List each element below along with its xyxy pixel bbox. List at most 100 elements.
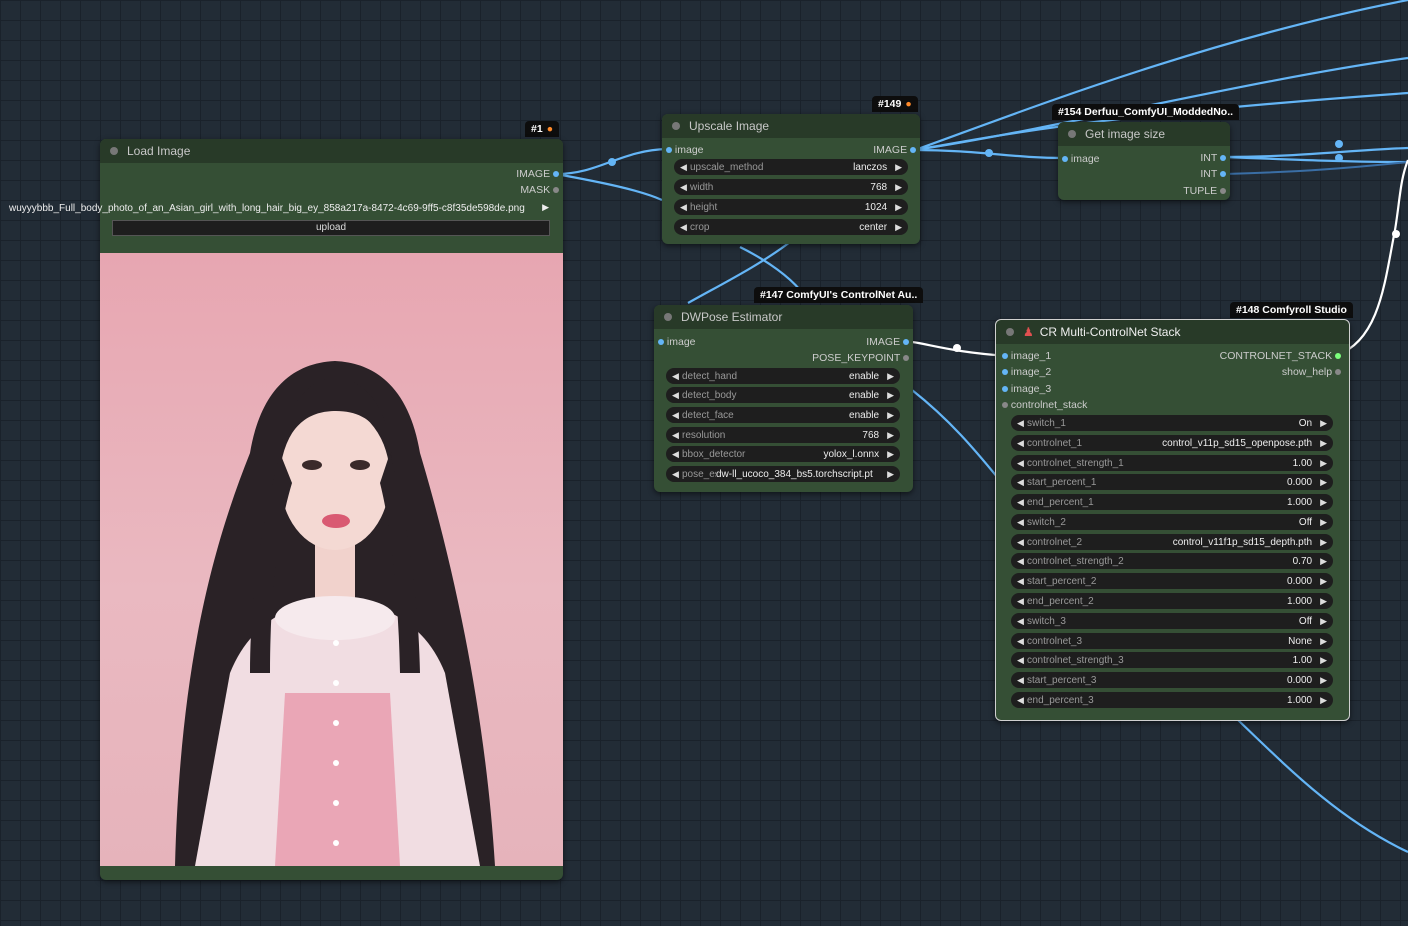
- wire-upscale-to-size: [914, 148, 1066, 160]
- output-pose-keypoint[interactable]: POSE_KEYPOINT: [812, 351, 909, 365]
- input-image[interactable]: image: [1062, 152, 1100, 166]
- output-controlnet-stack[interactable]: CONTROLNET_STACK: [1220, 349, 1341, 363]
- output-int-2[interactable]: INT: [1200, 167, 1226, 181]
- output-image[interactable]: IMAGE: [516, 167, 559, 181]
- node-cr-multi-controlnet-stack[interactable]: ♟ CR Multi-ControlNet Stack image_1 imag…: [995, 319, 1350, 721]
- input-label: image: [1070, 153, 1100, 165]
- output-tuple[interactable]: TUPLE: [1183, 184, 1226, 198]
- node-get-image-size[interactable]: Get image size image INT INT TUPLE: [1058, 122, 1230, 200]
- output-slot[interactable]: [1220, 188, 1226, 195]
- output-label: CONTROLNET_STACK: [1219, 350, 1333, 362]
- node-title: Get image size: [1085, 127, 1166, 141]
- image-preview: [100, 253, 563, 866]
- node-badge-load-image: #1●: [525, 121, 560, 137]
- output-slot[interactable]: [1220, 171, 1226, 178]
- collapse-dot-icon[interactable]: [1006, 328, 1014, 336]
- output-slot[interactable]: [1335, 369, 1341, 376]
- node-badge-get-size: #154 Derfuu_ComfyUI_ModdedNo..: [1052, 104, 1240, 120]
- widget-pose-estimator[interactable]: ◀pose_estimatordw-ll_ucoco_384_bs5.torch…: [666, 466, 900, 482]
- output-slot[interactable]: [553, 171, 559, 178]
- output-image[interactable]: IMAGE: [873, 143, 916, 157]
- input-image[interactable]: image: [666, 143, 704, 157]
- output-show-help[interactable]: show_help: [1282, 365, 1341, 379]
- input-slot[interactable]: [1002, 402, 1008, 409]
- wire-dwpose-to-cr: [905, 339, 1009, 358]
- collapse-dot-icon[interactable]: [1068, 130, 1076, 138]
- output-mask[interactable]: MASK: [520, 183, 559, 197]
- node-header[interactable]: ♟ CR Multi-ControlNet Stack: [996, 320, 1349, 344]
- next-arrow-icon[interactable]: ▶: [542, 202, 549, 212]
- portrait-illustration: [175, 361, 495, 866]
- node-badge-cr-stack: #148 Comfyroll Studio: [1230, 302, 1353, 318]
- node-header[interactable]: DWPose Estimator: [654, 305, 913, 329]
- node-header[interactable]: Get image size: [1058, 122, 1230, 146]
- input-image-1[interactable]: image_1: [1002, 349, 1051, 363]
- node-header[interactable]: Load Image: [100, 139, 563, 163]
- output-slot[interactable]: [553, 187, 559, 194]
- output-slot[interactable]: [910, 147, 916, 154]
- node-dwpose-estimator[interactable]: DWPose Estimator image IMAGE POSE_KEYPOI…: [654, 305, 913, 492]
- input-slot[interactable]: [1002, 369, 1008, 376]
- input-label: image: [666, 336, 696, 348]
- input-controlnet-stack[interactable]: controlnet_stack: [1002, 398, 1087, 412]
- input-label: image_3: [1010, 383, 1052, 395]
- input-image[interactable]: image: [658, 335, 696, 349]
- output-slot[interactable]: [903, 355, 909, 362]
- output-int-1[interactable]: INT: [1200, 151, 1226, 165]
- collapse-dot-icon[interactable]: [672, 122, 680, 130]
- image-filename-widget[interactable]: wuyyybbb_Full_body_photo_of_an_Asian_gir…: [9, 201, 549, 217]
- input-slot[interactable]: [1062, 156, 1068, 163]
- input-slot[interactable]: [666, 147, 672, 154]
- node-badge-upscale: #149●: [872, 96, 918, 112]
- input-slot[interactable]: [1002, 353, 1008, 360]
- node-header[interactable]: Upscale Image: [662, 114, 920, 138]
- node-upscale-image[interactable]: Upscale Image image IMAGE ◀upscale_metho…: [662, 114, 920, 244]
- output-label: POSE_KEYPOINT: [812, 352, 901, 364]
- output-slot[interactable]: [1335, 353, 1341, 360]
- input-label: image_1: [1010, 350, 1052, 362]
- node-load-image[interactable]: Load Image IMAGE MASK wuyyybbb_Full_body…: [9, 139, 563, 880]
- output-slot[interactable]: [1220, 155, 1226, 162]
- input-slot[interactable]: [1002, 386, 1008, 393]
- output-image[interactable]: IMAGE: [866, 335, 909, 349]
- collapse-dot-icon[interactable]: [664, 313, 672, 321]
- upload-button[interactable]: upload: [112, 220, 550, 236]
- output-slot[interactable]: [903, 339, 909, 346]
- wire-size-out-2: [1224, 155, 1408, 164]
- input-image-3[interactable]: image_3: [1002, 382, 1051, 396]
- wire-size-out-1: [1224, 146, 1408, 159]
- node-title: DWPose Estimator: [681, 310, 783, 324]
- fox-icon: ●: [905, 98, 912, 110]
- input-label: image_2: [1010, 366, 1052, 378]
- input-image-2[interactable]: image_2: [1002, 365, 1051, 379]
- wire-upscale-out-1: [914, 0, 1408, 152]
- input-slot[interactable]: [658, 339, 664, 346]
- output-label: INT: [1200, 168, 1218, 180]
- wire-load-to-dwpose: [555, 172, 663, 202]
- collapse-dot-icon[interactable]: [110, 147, 118, 155]
